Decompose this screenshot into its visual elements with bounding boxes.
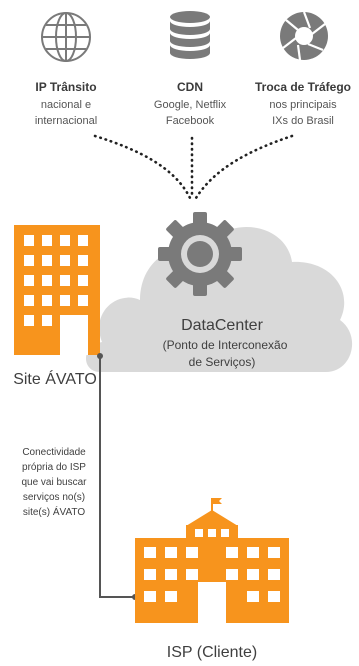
source-line-ix-2: IXs do Brasil	[272, 115, 334, 127]
isp-building-icon	[135, 498, 289, 623]
source-line-cdn-1: Google, Netflix	[154, 99, 227, 111]
source-title-cdn: CDN	[177, 80, 203, 94]
note-line-4: serviços no(s)	[23, 492, 85, 503]
datacenter-title: DataCenter	[181, 317, 263, 334]
connection-line	[99, 358, 133, 598]
gear-icon	[158, 212, 242, 296]
note-line-3: que vai buscar	[21, 477, 87, 488]
database-icon	[170, 11, 210, 59]
note-line-2: própria do ISP	[22, 462, 86, 473]
source-line-ip-2: internacional	[35, 115, 97, 127]
source-line-ix-1: nos principais	[269, 99, 337, 111]
note-line-1: Conectividade	[22, 447, 86, 458]
dotted-connectors	[93, 134, 294, 200]
source-title-ix: Troca de Tráfego	[255, 80, 351, 94]
source-line-ip-1: nacional e	[41, 99, 91, 111]
client-label: ISP (Cliente)	[167, 644, 257, 661]
datacenter-subtitle-1: (Ponto de Interconexão	[163, 338, 288, 352]
aperture-icon	[280, 11, 328, 61]
cloud-shape	[86, 227, 353, 372]
site-building-icon	[14, 225, 100, 355]
site-label: Site ÁVATO	[13, 369, 97, 388]
datacenter-subtitle-2: de Serviços)	[189, 355, 256, 369]
globe-icon	[41, 12, 91, 62]
source-line-cdn-2: Facebook	[166, 115, 215, 127]
connection-start-dot	[97, 353, 103, 359]
note-line-5: site(s) ÁVATO	[23, 505, 85, 518]
source-title-ip: IP Trânsito	[35, 80, 96, 94]
